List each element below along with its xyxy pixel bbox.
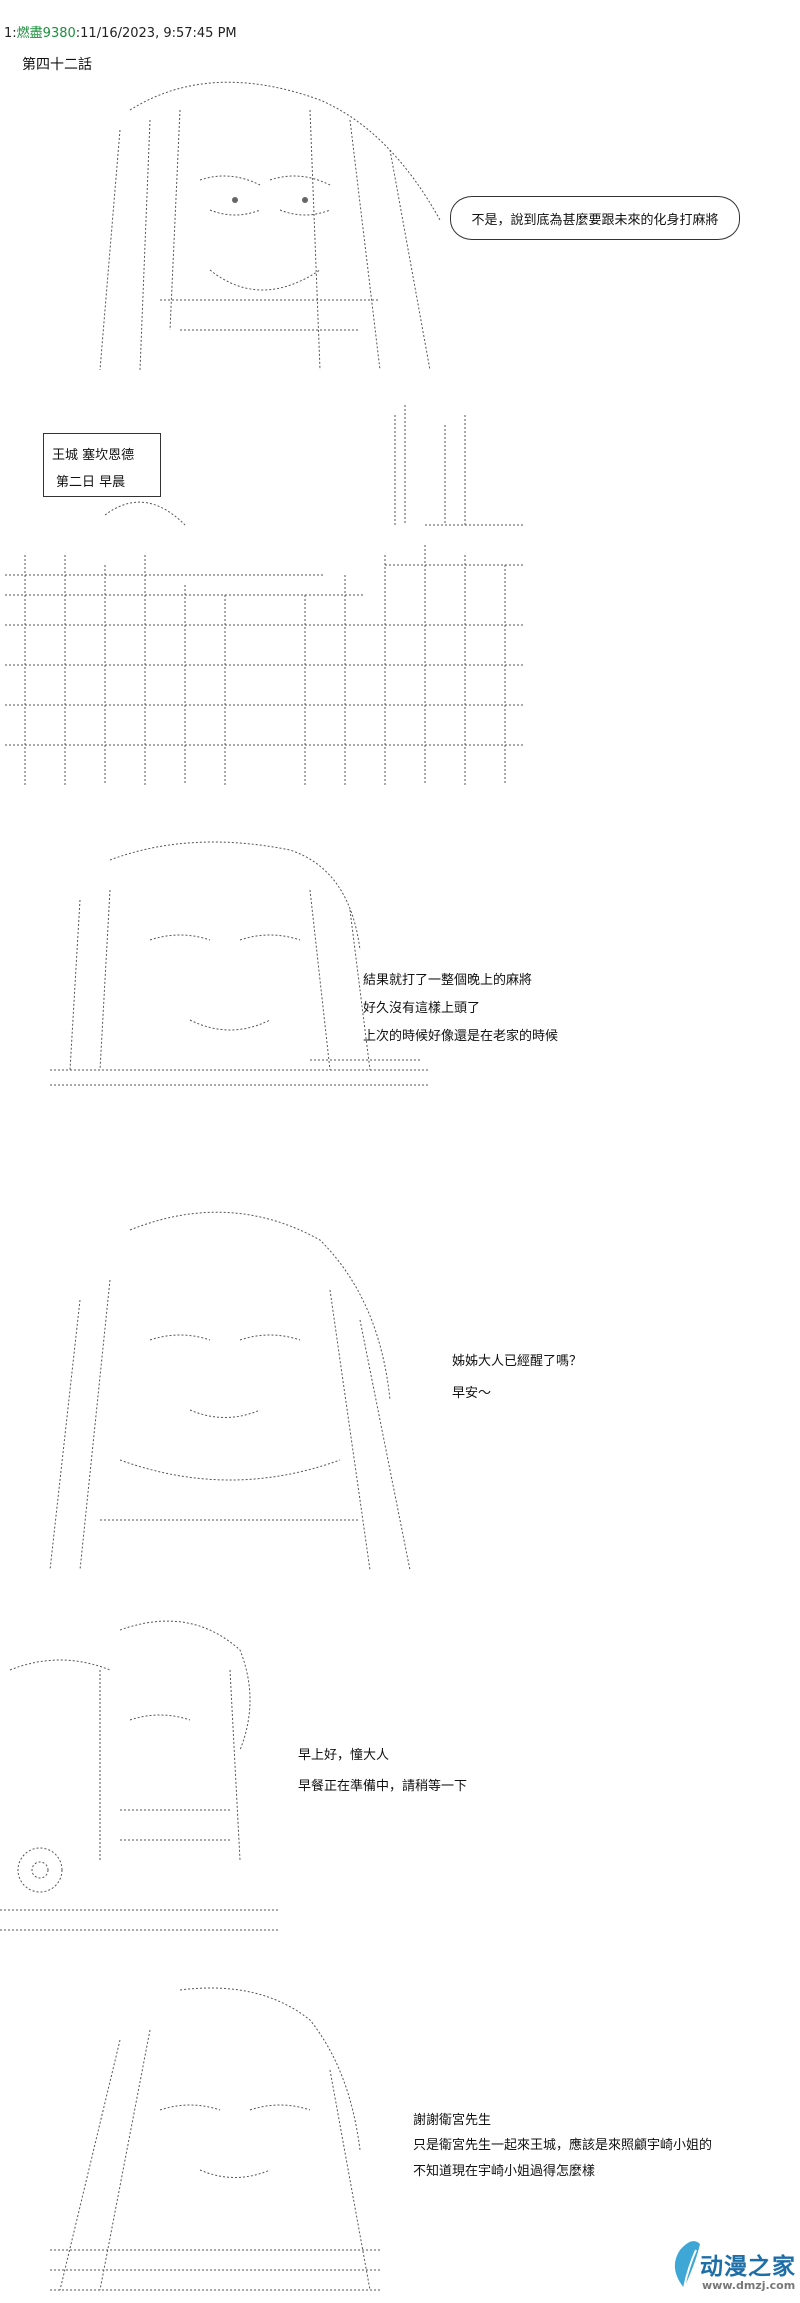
chapter-title: 第四十二話 xyxy=(22,57,92,73)
watermark xyxy=(666,2238,796,2292)
speech-bubble: 不是，說到底為甚麼要跟未來的化身打麻將 xyxy=(450,196,740,240)
post-header: 1:燃盡9380:11/16/2023, 9:57:45 PM xyxy=(4,26,237,41)
scene-6-line-1: 謝謝衛宮先生 xyxy=(413,2113,492,2128)
panel-3-art xyxy=(50,830,430,1100)
panel-6-art xyxy=(30,1980,400,2300)
leaf-logo-icon xyxy=(674,2241,700,2289)
scene-3-line-3: 上次的時候好像還是在老家的時候 xyxy=(363,1029,559,1044)
panel-4-art xyxy=(40,1200,420,1580)
post-number: 1 xyxy=(4,26,13,41)
watermark-url: www.dmzj.com xyxy=(702,2279,796,2292)
location-caption-box: 王城 塞坎恩德 第二日 早晨 xyxy=(43,433,161,497)
watermark-text: 动漫之家 xyxy=(700,2254,796,2280)
scene-4-line-1: 姊姊大人已經醒了嗎？ xyxy=(452,1354,583,1369)
panel-5-art xyxy=(0,1610,290,1940)
panel-2-art xyxy=(5,405,525,785)
location-name: 王城 塞坎恩德 xyxy=(52,448,135,463)
scene-6-line-3: 不知道現在宇崎小姐過得怎麼樣 xyxy=(413,2164,596,2179)
scene-3-line-1: 結果就打了一整個晚上的麻將 xyxy=(363,973,533,988)
post-datetime: :11/16/2023, 9:57:45 PM xyxy=(75,26,237,41)
scene-4-line-2: 早安～ xyxy=(452,1386,492,1401)
panel-1-art xyxy=(60,70,490,385)
scene-5-line-2: 早餐正在準備中，請稍等一下 xyxy=(298,1779,468,1794)
scene-3-line-2: 好久沒有這樣上頭了 xyxy=(363,1001,481,1016)
scene-6-line-2: 只是衛宮先生一起來王城，應該是來照顧宇崎小姐的 xyxy=(413,2138,713,2153)
location-time: 第二日 早晨 xyxy=(56,475,126,490)
post-author[interactable]: 燃盡9380 xyxy=(16,26,76,41)
scene-5-line-1: 早上好，憧大人 xyxy=(298,1748,390,1763)
